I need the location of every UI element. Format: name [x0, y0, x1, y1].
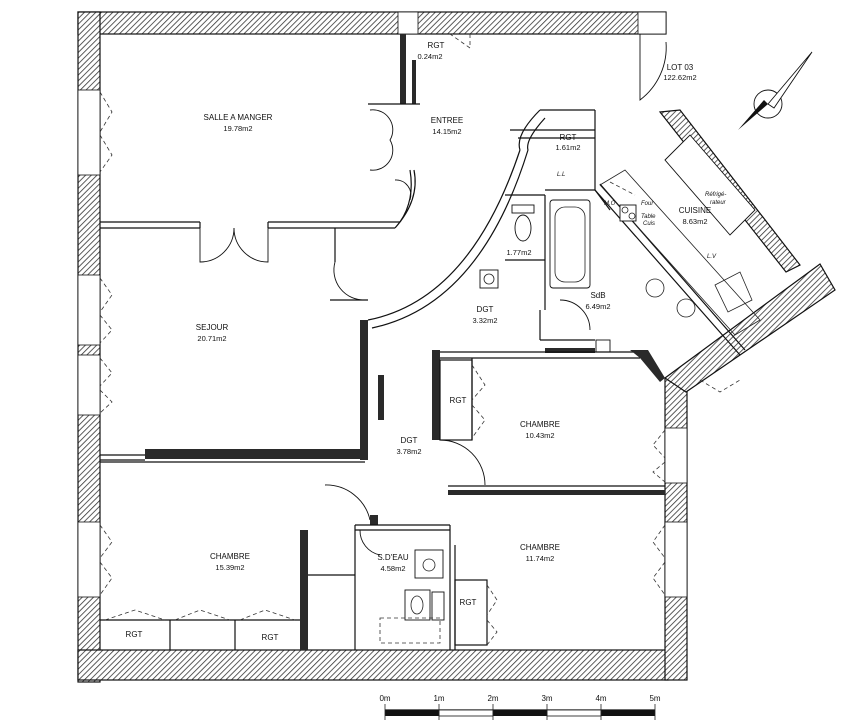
wall-bottom — [77, 649, 669, 681]
scale-tick-4: 4m — [595, 694, 606, 703]
room-area-cuisine: 8.63m2 — [682, 217, 707, 226]
fridge-label-2: rateur — [710, 200, 727, 206]
fridge — [664, 134, 756, 236]
right-windows — [652, 427, 688, 598]
table-label-1: Table — [641, 214, 656, 220]
scale-tick-5: 5m — [649, 694, 660, 703]
north-arrow-icon — [738, 51, 813, 130]
room-name-sdb: SdB — [590, 291, 605, 300]
ll-label: L.L — [557, 172, 565, 178]
exterior-walls — [77, 11, 836, 683]
room-name-rgt-kitchen: RGT — [560, 133, 577, 142]
room-name-rgt-closet-mid: RGT — [450, 396, 467, 405]
room-area-sejour: 20.71m2 — [197, 334, 226, 343]
interior-walls — [100, 34, 746, 650]
window-sejour-2 — [77, 354, 101, 416]
room-name-rgt-bottom-b: RGT — [262, 633, 279, 642]
top-openings — [397, 11, 667, 101]
room-labels: SALLE A MANGER 19.78m2 ENTREE 14.15m2 RG… — [126, 41, 712, 642]
mo-label: M.O — [604, 201, 616, 207]
room-name-lot: LOT 03 — [667, 63, 694, 72]
room-name-dgt-lower: DGT — [401, 436, 418, 445]
room-area-chambre-left: 15.39m2 — [215, 563, 244, 572]
room-name-dgt-upper: DGT — [477, 305, 494, 314]
room-name-chambre-left: CHAMBRE — [210, 552, 250, 561]
sink-basin-1 — [645, 278, 665, 298]
room-name-sejour: SEJOUR — [196, 323, 229, 332]
fridge-label-1: Réfrigé- — [705, 192, 726, 198]
sink-dgt — [479, 269, 499, 289]
table-label-2: Cuis — [643, 221, 655, 227]
four-label: Four — [641, 201, 654, 207]
room-area-chambre-mid: 10.43m2 — [525, 431, 554, 440]
room-name-chambre-right: CHAMBRE — [520, 543, 560, 552]
room-area-chambre-right: 11.74m2 — [526, 554, 555, 563]
room-name-chambre-mid: CHAMBRE — [520, 420, 560, 429]
room-name-salle-a-manger: SALLE A MANGER — [204, 113, 273, 122]
window-chambre-right — [664, 521, 688, 598]
scale-tick-3: 3m — [541, 694, 552, 703]
room-area-salle-a-manger: 19.78m2 — [223, 124, 252, 133]
room-area-lot: 122.62m2 — [663, 73, 696, 82]
wall-top — [77, 11, 667, 35]
kitchen-annotations: Réfrigé- rateur M.O Four Table Cuis L.V … — [557, 172, 727, 260]
toilet-tank — [511, 204, 535, 214]
toilet-bowl — [514, 214, 532, 242]
shower — [414, 549, 444, 579]
room-area-dgt-lower: 3.78m2 — [396, 447, 421, 456]
scale-tick-1: 1m — [433, 694, 444, 703]
room-name-cuisine: CUISINE — [679, 206, 711, 215]
fixtures — [379, 134, 761, 644]
room-name-rgt-bottom-a: RGT — [126, 630, 143, 639]
room-area-sdb: 6.49m2 — [585, 302, 610, 311]
window-chambre-mid — [664, 427, 688, 484]
room-name-rgt-bottom-c: RGT — [460, 598, 477, 607]
tank-sdeau — [431, 591, 445, 621]
room-name-sdeau: S.D'EAU — [377, 553, 409, 562]
room-area-rgt-top: 0.24m2 — [417, 52, 442, 61]
room-area-rgt-kitchen: 1.61m2 — [555, 143, 580, 152]
window-sejour-1 — [77, 274, 101, 346]
lv-label: L.V — [707, 254, 717, 260]
room-area-wc: 1.77m2 — [506, 248, 531, 257]
scale-tick-0: 0m — [379, 694, 390, 703]
room-area-dgt-upper: 3.32m2 — [472, 316, 497, 325]
dishwasher — [714, 271, 753, 313]
scale-bar: 0m 1m 2m 3m 4m 5m — [379, 694, 661, 720]
wc-sdeau — [404, 589, 431, 621]
wall-kitchen-lower-diagonal — [663, 263, 836, 393]
room-name-rgt-top: RGT — [428, 41, 445, 50]
room-name-entree: ENTREE — [431, 116, 463, 125]
room-area-entree: 14.15m2 — [432, 127, 461, 136]
bathtub — [549, 199, 591, 289]
sink-basin-2 — [676, 298, 696, 318]
hob — [619, 204, 637, 222]
left-windows — [77, 89, 113, 598]
window-chambre-left — [77, 521, 101, 598]
window-salle — [77, 89, 101, 176]
wall-left — [77, 11, 101, 683]
scale-tick-2: 2m — [487, 694, 498, 703]
room-area-sdeau: 4.58m2 — [380, 564, 405, 573]
